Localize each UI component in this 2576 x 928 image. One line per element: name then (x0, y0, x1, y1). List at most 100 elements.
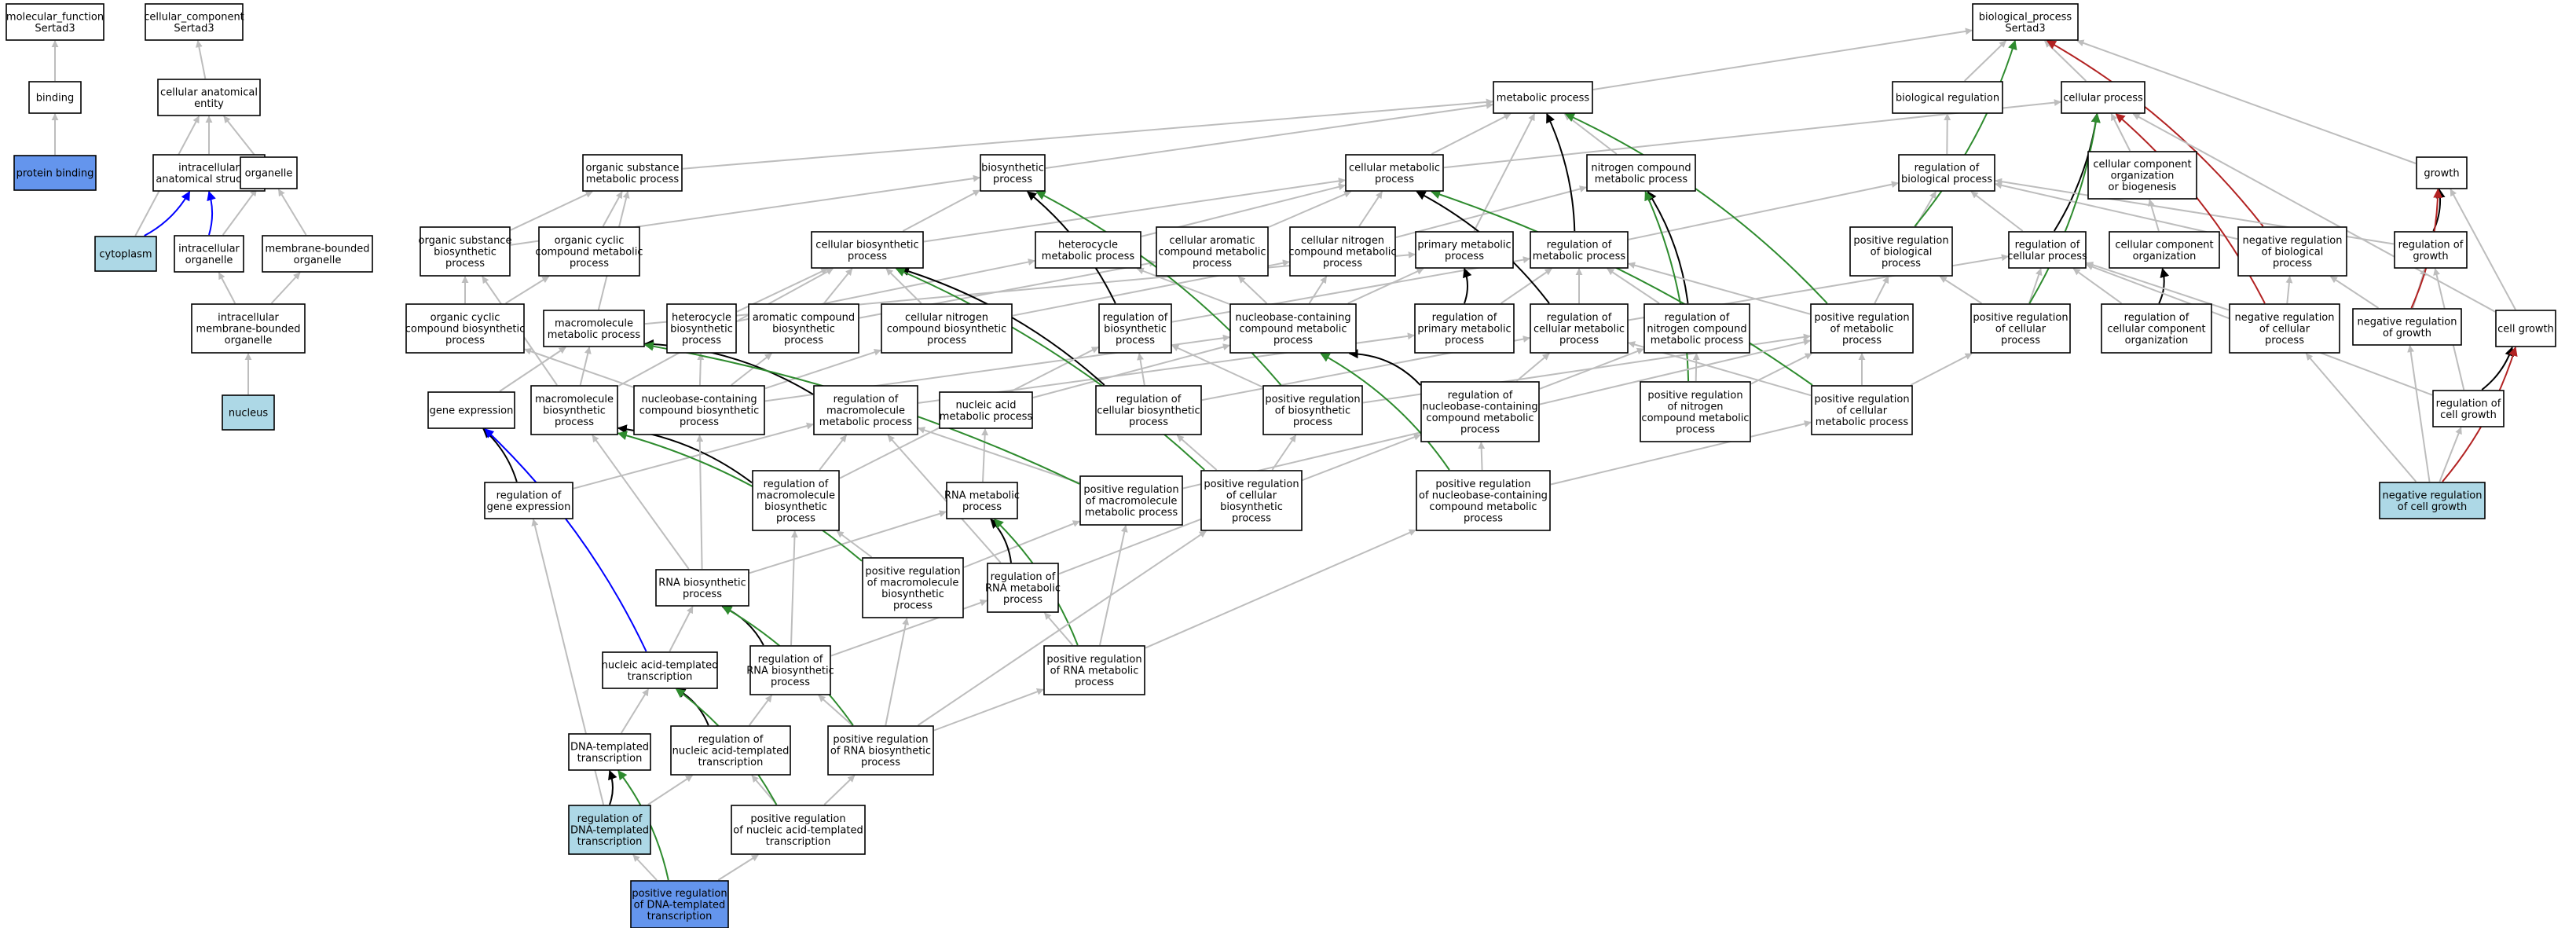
term-box (1849, 226, 1953, 277)
term-node-growth[interactable]: growth (2416, 156, 2468, 189)
term-label-line: metabolic process (1595, 174, 1688, 185)
edge-is-a-cbp-to-biosyn (902, 189, 980, 232)
term-node-rmbiosyn[interactable]: regulation ofmacromoleculebiosyntheticpr… (752, 470, 840, 531)
term-label-line: intracellular (178, 162, 240, 174)
term-node-geneexp[interactable]: gene expression (427, 391, 515, 429)
term-node-bioreg[interactable]: biological regulation (1892, 81, 2003, 114)
term-label-line: cellular biosynthetic (1097, 405, 1200, 417)
term-node-metabolic[interactable]: metabolic process (1493, 81, 1593, 114)
edge-is-a-ccob-to-cellproc (2110, 113, 2131, 152)
term-node-nucleus[interactable]: nucleus (222, 394, 275, 431)
term-label-line: positive regulation (865, 566, 960, 578)
term-node-cellgrowth[interactable]: cell growth (2495, 310, 2556, 347)
term-label-line: nucleic acid-templated (602, 659, 719, 671)
term-node-organelle[interactable]: organelle (240, 156, 298, 189)
edges-layer (51, 28, 2518, 881)
term-label-line: cellular process (2063, 93, 2143, 105)
term-label-line: Sertad3 (35, 23, 75, 35)
term-box (1416, 470, 1551, 531)
term-label-line: macromolecule (555, 317, 633, 329)
term-node-cellproc[interactable]: cellular process (2061, 81, 2145, 114)
term-box (1095, 385, 1202, 435)
term-node-rnccmp[interactable]: regulation ofnucleobase-containingcompou… (1420, 381, 1540, 442)
edge-is-a-nccbp-to-cncbp (764, 348, 881, 390)
term-label-line: process (2273, 258, 2312, 270)
edge-is-a-rmp-to-rbp (1628, 181, 1899, 240)
term-node-binding[interactable]: binding (28, 81, 82, 114)
term-node-protein_binding[interactable]: protein binding (13, 155, 97, 191)
term-label-line: positive regulation (1083, 484, 1178, 496)
edge-is-a-rnamp-to-namp (981, 428, 989, 482)
term-node-cytoplasm[interactable]: cytoplasm (94, 236, 157, 272)
